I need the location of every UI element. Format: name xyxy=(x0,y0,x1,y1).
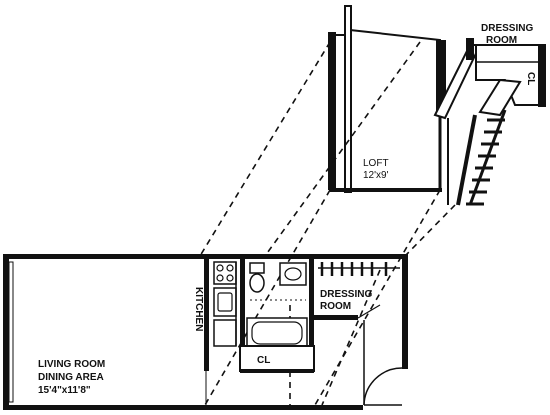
bathroom-wall-left xyxy=(240,259,245,371)
outer-wall-right xyxy=(402,254,408,369)
toilet-bowl xyxy=(249,273,265,293)
upper-closet-label: CL xyxy=(525,72,536,85)
outer-wall-top xyxy=(3,254,408,259)
loft-left-wall xyxy=(328,32,336,190)
living-room-label-line2: DINING AREA xyxy=(38,372,104,383)
entry-door-swing xyxy=(363,367,403,406)
outer-wall-bottom xyxy=(3,405,363,410)
kitchen-fridge xyxy=(213,319,237,347)
window xyxy=(8,261,14,403)
upper-dressing-room-label-line2: ROOM xyxy=(486,35,517,46)
bathroom-wall-right xyxy=(309,259,314,371)
loft-plan: LOFT 12'x9' DRESSING ROOM CL xyxy=(328,5,546,206)
outer-wall-left xyxy=(3,254,9,410)
lower-dressing-room-label-line2: ROOM xyxy=(320,301,351,312)
upper-dressing-room-label-line1: DRESSING xyxy=(481,23,533,34)
staircase xyxy=(447,78,522,206)
upper-dressing-wall xyxy=(466,38,474,60)
toilet-tank xyxy=(249,262,265,274)
kitchen-label: KITCHEN xyxy=(193,287,204,331)
kitchen-sink xyxy=(213,287,237,317)
loft-right-wall xyxy=(436,40,446,112)
vanity xyxy=(279,262,307,286)
loft-name: LOFT xyxy=(363,158,389,169)
kitchen-range xyxy=(213,261,237,285)
living-room-size: 15'4"x11'8" xyxy=(38,385,91,396)
main-floor-plan: KITCHEN CL DRESSING ROOM xyxy=(3,254,408,410)
dressing-room-wall-bottom xyxy=(314,315,358,320)
kitchen-wall xyxy=(204,259,209,371)
living-room-label-line1: LIVING ROOM xyxy=(38,359,105,370)
lower-dressing-room-label-line1: DRESSING xyxy=(320,289,372,300)
closet-rod xyxy=(318,262,400,276)
loft-post xyxy=(344,5,352,193)
lower-closet xyxy=(239,345,315,372)
lower-closet-label: CL xyxy=(257,355,270,366)
loft-size: 12'x9' xyxy=(363,170,389,181)
projection-lines xyxy=(199,41,456,406)
